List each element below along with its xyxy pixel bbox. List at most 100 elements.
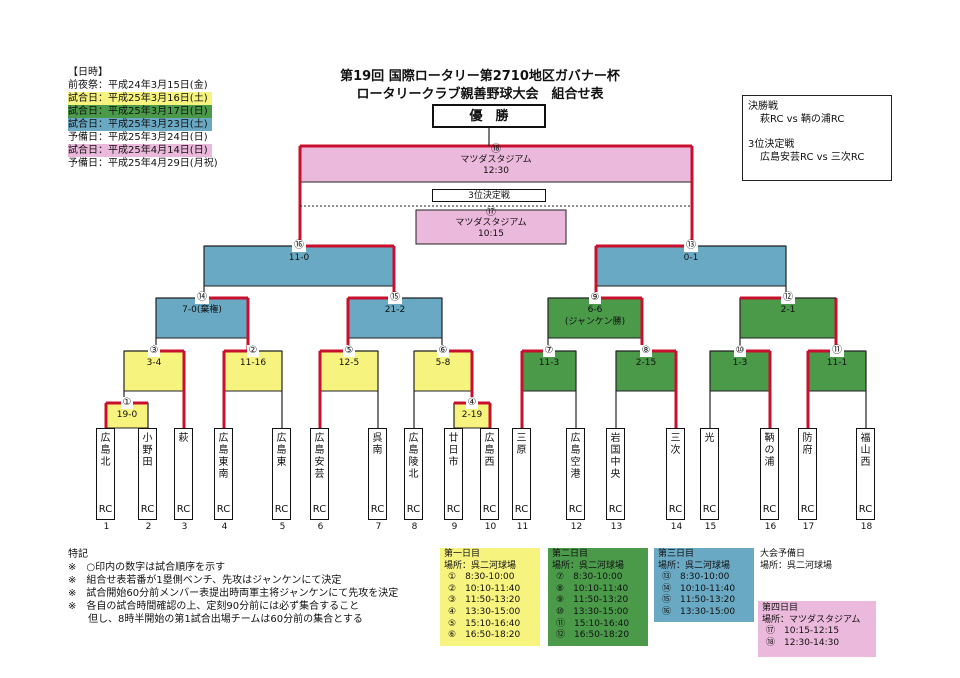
team-name: 萩	[178, 433, 189, 444]
team-number: 8	[411, 522, 418, 532]
team-rc: RC	[858, 504, 873, 515]
day-slot: ② 10:10-11:40	[448, 583, 521, 594]
team-number: 15	[704, 522, 717, 532]
schedule-header: 【日時】	[68, 67, 108, 78]
team-number: 3	[181, 522, 188, 532]
game-box	[155, 297, 249, 339]
day-slot: ⑮ 11:50-13:20	[662, 595, 736, 606]
team-number: 12	[570, 522, 583, 532]
game-number: ①	[120, 397, 134, 409]
game-number: ②	[246, 345, 260, 357]
day-slot: ⑯ 13:30-15:00	[662, 606, 736, 617]
team-box: 広島北 RC	[96, 428, 115, 520]
game-score: 11-0	[288, 253, 310, 263]
game-box	[709, 350, 771, 392]
day-slot: ⑤ 15:10-16:40	[448, 618, 521, 629]
game-number: ⑬	[684, 240, 698, 252]
day-slot: ⑪ 15:10-16:40	[556, 618, 630, 629]
team-box: 廿日市 RC	[444, 428, 463, 520]
team-number: 16	[764, 522, 777, 532]
team-rc: RC	[176, 504, 191, 515]
game-box	[203, 245, 395, 287]
team-box: 小野田 RC	[138, 428, 157, 520]
day-place: 場所：呉二河球場	[444, 560, 517, 571]
team-name: 小野田	[142, 433, 153, 468]
team-name: 鞆の浦	[764, 433, 775, 468]
game-score: 11-3	[538, 358, 560, 368]
team-name: 広島空港	[570, 433, 581, 480]
team-name: 光	[704, 433, 715, 444]
day-slot: ⑩ 13:30-15:00	[556, 606, 629, 617]
day-slot: ⑫ 16:50-18:20	[556, 630, 630, 641]
final-match: 萩RC vs 鞆の浦RC	[760, 114, 845, 125]
game-box	[347, 297, 443, 339]
game-number: ⑰	[486, 207, 496, 218]
reserve-title: 大会予備日	[760, 549, 806, 559]
game-score: 2-19	[461, 410, 483, 420]
team-number: 13	[610, 522, 623, 532]
team-name: 福山西	[860, 433, 871, 468]
game-number: ⑥	[436, 345, 450, 357]
schedule-line: 予備日：平成25年4月29日(月祝)	[68, 158, 218, 169]
day4-place: 場所：マツダスタジアム	[762, 614, 861, 625]
team-name: 広島北	[100, 433, 111, 468]
game-number: ⑤	[342, 345, 356, 357]
notes: 特記 ※ ○印内の数字は試合順序を示す※ 組合せ表若番が1塁側ベンチ、先攻はジャ…	[68, 548, 398, 626]
schedule-line: 試合日：平成25年3月16日(土)	[68, 92, 212, 105]
team-name: 広島東	[276, 433, 287, 468]
day-title: 第一日目	[444, 549, 481, 559]
schedule-line: 試合日：平成25年4月14日(日)	[68, 144, 212, 157]
game-score: 6-6	[587, 305, 603, 315]
team-rc: RC	[702, 504, 717, 515]
game-score: 21-2	[384, 305, 406, 315]
note-line: ※ 試合開始60分前メンバー表提出時両軍主将ジャンケンにて先攻を決定	[68, 588, 399, 599]
team-name: 呉南	[372, 433, 383, 456]
team-name: 広島東南	[218, 433, 229, 480]
day-slot: ⑬ 8:30-10:00	[662, 572, 730, 583]
third-match: 広島安芸RC vs 三次RC	[760, 152, 865, 163]
final-game-box	[299, 145, 693, 183]
day4-slot: ⑱ 12:30-14:30	[766, 637, 840, 648]
game-number: ⑮	[388, 292, 402, 304]
team-rc: RC	[98, 504, 113, 515]
game-number: ⑱	[491, 144, 501, 155]
game-box	[739, 297, 837, 339]
notes-header: 特記	[68, 549, 88, 560]
game-number: ⑪	[830, 345, 844, 357]
team-name: 岩国中央	[610, 433, 621, 480]
team-rc: RC	[446, 504, 461, 515]
game-score: 7-0(棄権)	[182, 305, 222, 315]
day-slot: ⑧ 10:10-11:40	[556, 583, 629, 594]
team-number: 4	[221, 522, 228, 532]
day-slot: ① 8:30-10:00	[448, 572, 515, 583]
page-title: 第19回 国際ロータリー第2710地区ガバナー杯 ロータリークラブ親善野球大会 …	[310, 68, 650, 104]
game-number: ⑧	[639, 345, 653, 357]
day-slot: ④ 13:30-15:00	[448, 606, 521, 617]
game-score: 0-1	[683, 253, 699, 263]
reserve-day: 大会予備日 場所：呉二河球場	[760, 548, 832, 572]
team-name: 廿日市	[448, 433, 459, 468]
day-slot: ③ 11:50-13:20	[448, 595, 521, 606]
day-slot: ⑦ 8:30-10:00	[556, 572, 623, 583]
schedule-line: 予備日：平成25年3月24日(日)	[68, 132, 208, 143]
third-label: 3位決定戦	[748, 139, 795, 150]
team-name: 広島西	[484, 433, 495, 468]
team-name: 防府	[802, 433, 813, 456]
day-place: 場所：呉二河球場	[658, 560, 731, 571]
team-box: 光 RC	[700, 428, 719, 520]
team-rc: RC	[140, 504, 155, 515]
